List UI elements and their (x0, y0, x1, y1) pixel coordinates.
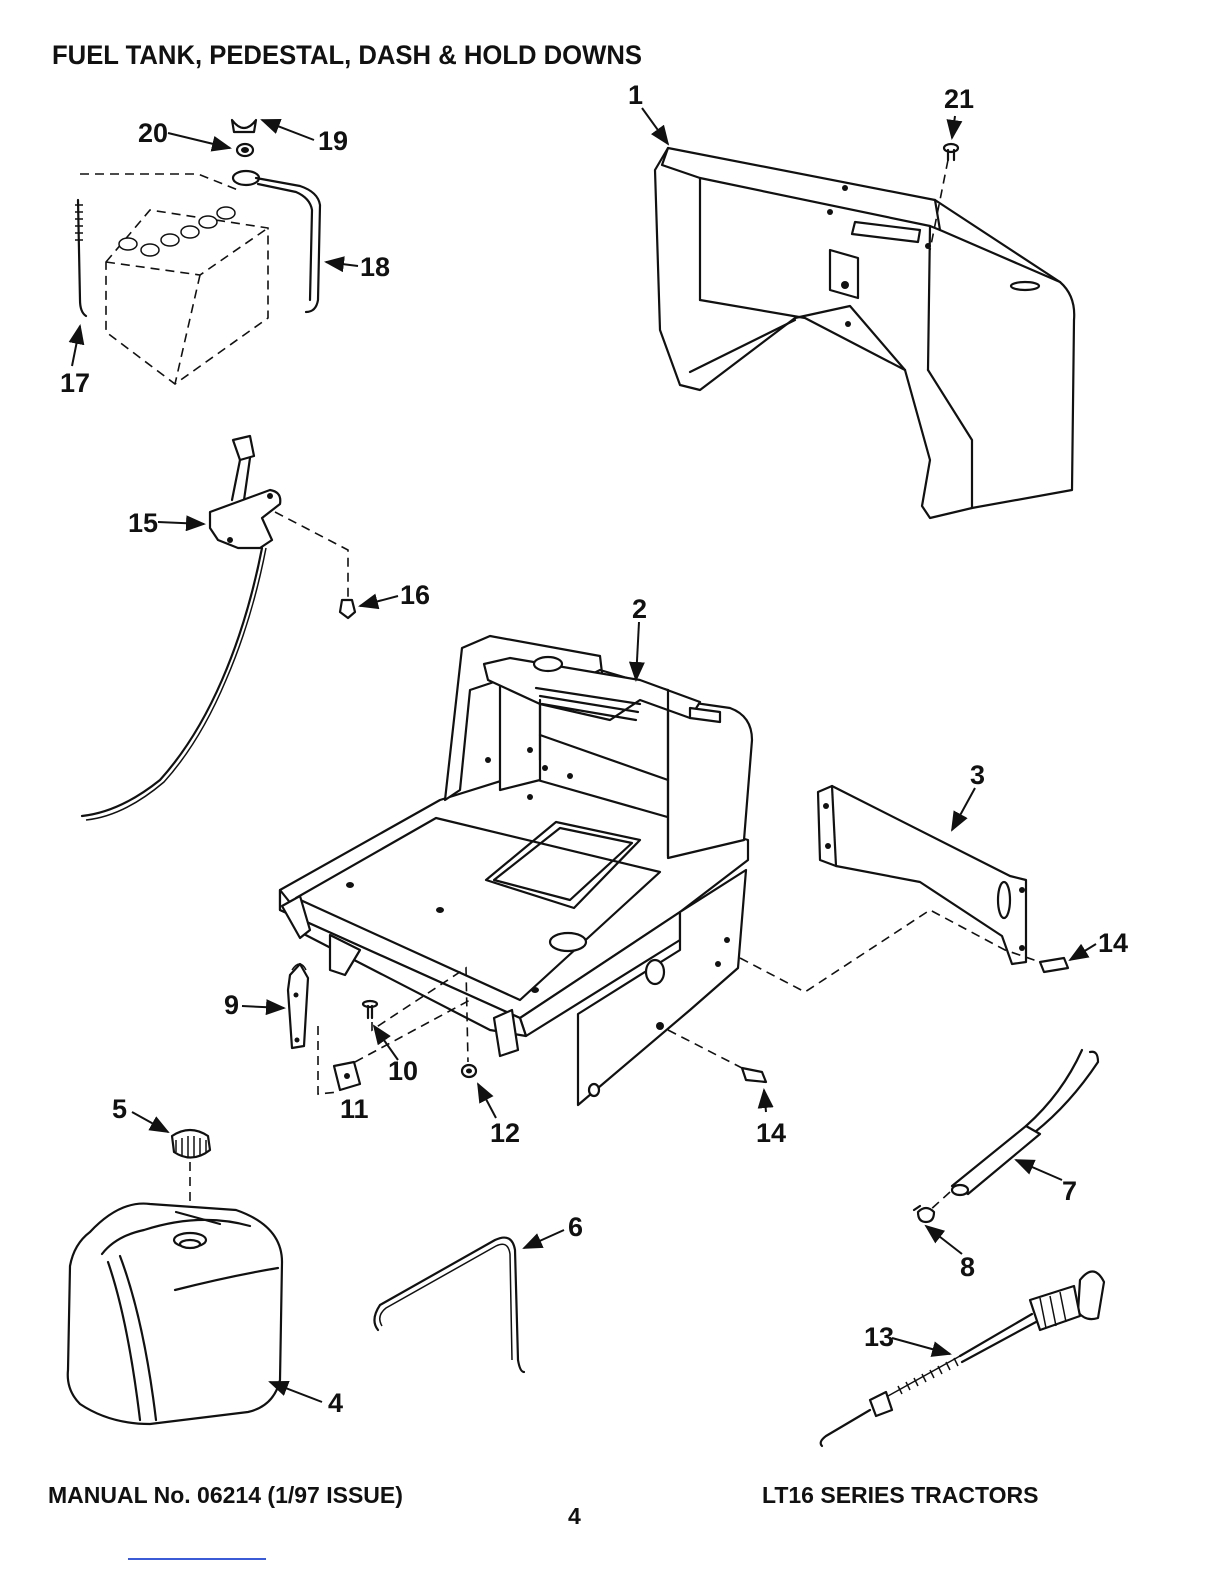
callout-3: 3 (970, 760, 985, 790)
callout-19: 19 (318, 126, 348, 156)
throttle-control (82, 436, 280, 820)
callout-14a: 14 (1098, 928, 1128, 958)
bottom-link-rule (128, 1558, 266, 1560)
callout-16: 16 (400, 580, 430, 610)
tank-hold-down-rod (374, 1238, 524, 1372)
callout-12: 12 (490, 1118, 520, 1148)
callout-2: 2 (632, 594, 647, 624)
wing-nut (232, 120, 256, 132)
callout-14b: 14 (756, 1118, 786, 1148)
callout-5: 5 (112, 1094, 127, 1124)
callout-9: 9 (224, 990, 239, 1020)
side-plate-bolt (742, 1068, 766, 1082)
pedestal (280, 636, 752, 1105)
side-bracket (818, 786, 1026, 964)
latch-screw (363, 1001, 377, 1018)
callout-13: 13 (864, 1322, 894, 1352)
fuel-tank (68, 1204, 282, 1424)
clip-nut (334, 1062, 360, 1090)
hose-clamp (914, 1206, 934, 1222)
fuel-hose (952, 1050, 1098, 1195)
battery-strap (233, 171, 320, 312)
callout-1: 1 (628, 80, 643, 110)
callout-18: 18 (360, 252, 390, 282)
fuel-cap (172, 1130, 210, 1158)
callout-20: 20 (138, 118, 168, 148)
manual-number: MANUAL No. 06214 (1/97 ISSUE) (48, 1482, 403, 1509)
callout-8: 8 (960, 1252, 975, 1282)
callout-21: 21 (944, 84, 974, 114)
series-name: LT16 SERIES TRACTORS (762, 1482, 1038, 1509)
battery-hold-down-rod (75, 200, 86, 316)
callout-11: 11 (340, 1094, 369, 1124)
dash-screw (944, 144, 958, 160)
callout-6: 6 (568, 1212, 583, 1242)
callout-4: 4 (328, 1388, 343, 1418)
choke-cable (821, 1271, 1104, 1446)
bracket-bolt (1040, 958, 1068, 972)
dash-panel (655, 148, 1074, 518)
washer (237, 144, 253, 156)
callout-15: 15 (128, 508, 158, 538)
callout-17: 17 (60, 368, 90, 398)
pedestal-nut (462, 1065, 476, 1077)
latch (288, 964, 308, 1048)
throttle-bolt (340, 600, 355, 618)
battery-outline (80, 174, 268, 384)
callout-7: 7 (1062, 1176, 1077, 1206)
callout-10: 10 (388, 1056, 418, 1086)
page-number: 4 (568, 1503, 581, 1530)
